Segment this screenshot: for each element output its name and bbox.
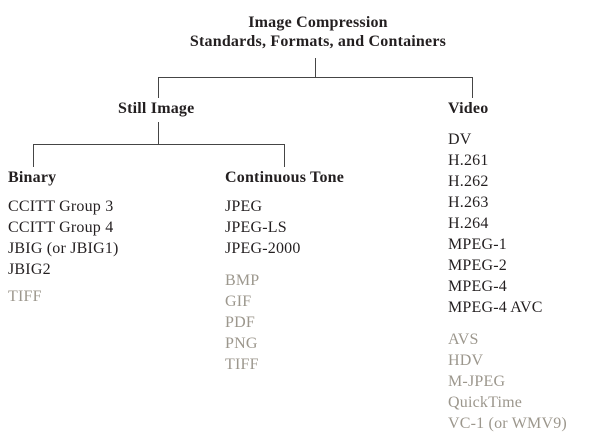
column-heading-continuous-tone: Continuous Tone — [225, 169, 345, 186]
list-item: CCITT Group 4 — [8, 219, 114, 236]
list-item: H.264 — [448, 215, 489, 232]
list-item: MPEG-4 — [448, 278, 507, 295]
diagram-title: Image Compression Standards, Formats, an… — [118, 13, 518, 51]
list-item: MPEG-4 AVC — [448, 299, 543, 316]
binary-standards-group: CCITT Group 3 CCITT Group 4 JBIG (or JBI… — [8, 196, 119, 280]
list-item: MPEG-2 — [448, 257, 507, 274]
connector-still-image-stem — [158, 122, 159, 145]
list-item: AVS — [448, 331, 479, 348]
binary-formats-group: TIFF — [8, 286, 119, 307]
title-line-1: Image Compression — [248, 14, 388, 31]
column-video: DV H.261 H.262 H.263 H.264 MPEG-1 MPEG-2… — [448, 129, 567, 434]
branch-still-image: Still Image — [118, 100, 195, 117]
list-item: HDV — [448, 352, 484, 369]
column-binary: CCITT Group 3 CCITT Group 4 JBIG (or JBI… — [8, 196, 119, 307]
column-heading-binary: Binary — [8, 169, 57, 186]
video-formats-group: AVS HDV M-JPEG QuickTime VC-1 (or WMV9) — [448, 329, 567, 434]
list-item: JBIG2 — [8, 261, 51, 278]
connector-title-stem — [315, 58, 316, 78]
list-item: H.263 — [448, 194, 489, 211]
connector-continuous-tone-drop — [284, 144, 285, 167]
video-standards-group: DV H.261 H.262 H.263 H.264 MPEG-1 MPEG-2… — [448, 129, 567, 318]
list-item: TIFF — [8, 288, 42, 305]
title-line-2: Standards, Formats, and Containers — [189, 33, 447, 50]
list-item: JBIG (or JBIG1) — [8, 240, 119, 257]
list-item: TIFF — [225, 356, 259, 373]
connector-level1-bar — [158, 77, 473, 78]
continuous-tone-standards-group: JPEG JPEG-LS JPEG-2000 — [225, 196, 301, 259]
list-item: BMP — [225, 272, 260, 289]
continuous-tone-formats-group: BMP GIF PDF PNG TIFF — [225, 270, 301, 375]
list-item: JPEG-LS — [225, 219, 287, 236]
list-item: GIF — [225, 293, 252, 310]
list-item: JPEG — [225, 198, 263, 215]
list-item: DV — [448, 131, 472, 148]
list-item: CCITT Group 3 — [8, 198, 114, 215]
connector-level2-bar — [33, 144, 285, 145]
connector-video-drop — [472, 77, 473, 98]
list-item: H.261 — [448, 152, 489, 169]
list-item: QuickTime — [448, 394, 523, 411]
list-item: VC-1 (or WMV9) — [448, 415, 567, 432]
list-item: PNG — [225, 335, 258, 352]
list-item: MPEG-1 — [448, 236, 507, 253]
list-item: H.262 — [448, 173, 489, 190]
column-continuous-tone: JPEG JPEG-LS JPEG-2000 BMP GIF PDF PNG T… — [225, 196, 301, 375]
connector-still-image-drop — [158, 77, 159, 98]
list-item: PDF — [225, 314, 255, 331]
branch-video: Video — [448, 100, 489, 117]
list-item: M-JPEG — [448, 373, 506, 390]
connector-binary-drop — [33, 144, 34, 167]
list-item: JPEG-2000 — [225, 240, 301, 257]
